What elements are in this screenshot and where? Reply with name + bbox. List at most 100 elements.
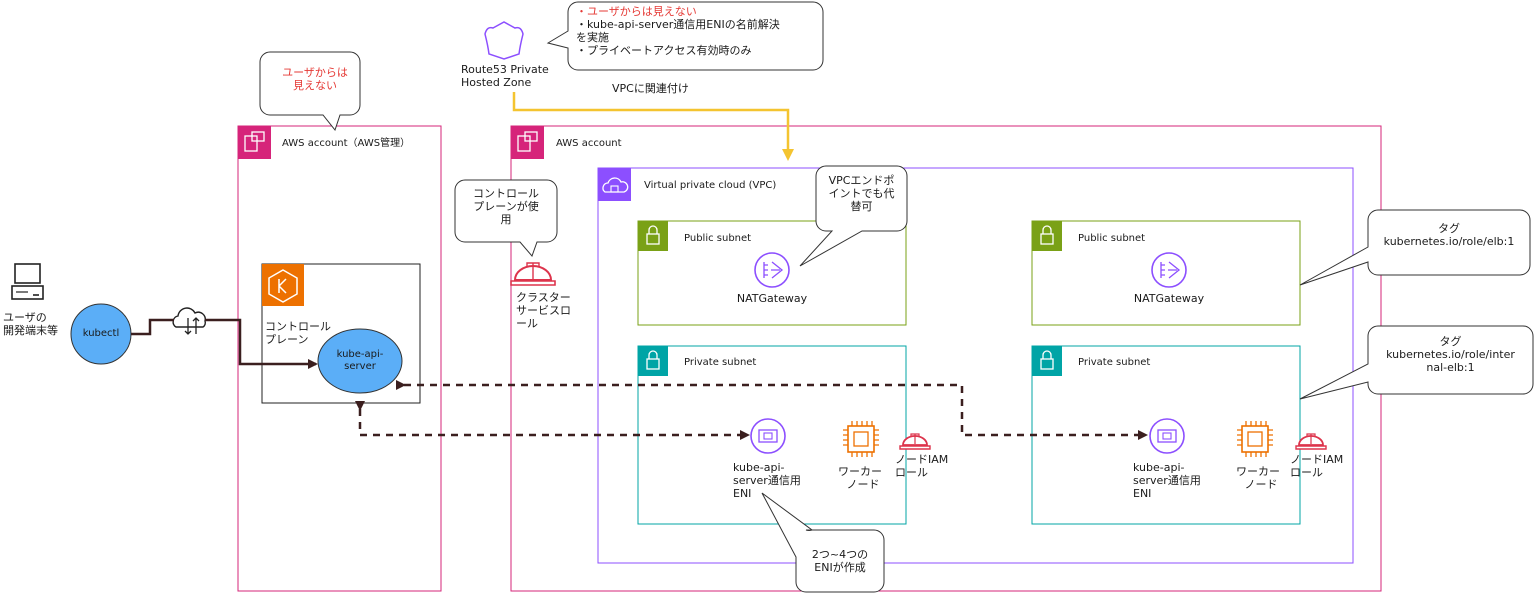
kube-api-server-label: kube-api- server xyxy=(318,349,402,373)
cluster-role-bubble-text: コントロール プレーンが使 用 xyxy=(455,187,557,226)
route53-label: Route53 Private Hosted Zone xyxy=(461,63,549,89)
tag-public-line2: kubernetes.io/role/elb:1 xyxy=(1383,235,1515,248)
worker-node-1-label-line2: ノード xyxy=(846,478,880,491)
nat-gateway-2-label: NATGateway xyxy=(1133,292,1205,305)
lock-icon xyxy=(1032,346,1062,376)
tag-public-line1: タグ xyxy=(1438,222,1460,235)
route53-shield-icon xyxy=(484,21,524,60)
private-subnet-1-title: Private subnet xyxy=(684,357,757,368)
lock-icon xyxy=(638,346,668,376)
vpc-endpoint-bubble-line2: イントでも代 xyxy=(828,187,895,200)
tag-private-bubble-text: タグ kubernetes.io/role/inter nal-elb:1 xyxy=(1368,335,1533,374)
aws-managed-bubble-line2: 見えない xyxy=(293,79,337,92)
vpc-endpoint-bubble-shape xyxy=(799,165,908,267)
eni-2-label-line2: server通信用 xyxy=(1133,474,1201,487)
tag-public-bubble-text: タグ kubernetes.io/role/elb:1 xyxy=(1368,222,1530,248)
tag-private-line3: nal-elb:1 xyxy=(1426,361,1475,374)
route53-label-line2: Hosted Zone xyxy=(461,76,532,89)
vpc-endpoint-bubble-text: VPCエンドポ イントでも代 替可 xyxy=(816,174,907,213)
vpc-endpoint-bubble-line1: VPCエンドポ xyxy=(828,174,895,187)
vpc-title: Virtual private cloud (VPC) xyxy=(644,180,777,191)
laptop-icon xyxy=(11,263,44,300)
route53-bubble-line4: ・プライベートアクセス有効時のみ xyxy=(576,44,752,57)
vpc-association-arrow xyxy=(512,92,794,161)
internet-cloud-icon xyxy=(172,307,207,335)
node-iam-role-2-label-line1: ノードIAM xyxy=(1290,453,1344,466)
aws-managed-bubble-line1: ユーザからは xyxy=(282,66,348,79)
iam-helmet-icon xyxy=(1295,433,1327,450)
node-iam-role-2-label-line2: ロール xyxy=(1290,466,1323,479)
vpc-endpoint-bubble-line3: 替可 xyxy=(850,200,873,213)
aws-managed-bubble-text: ユーザからは 見えない xyxy=(260,66,370,92)
tag-private-bubble-shape xyxy=(1299,325,1534,400)
tag-private-line2: kubernetes.io/role/inter xyxy=(1386,348,1515,361)
cluster-role-label-line1: クラスター xyxy=(516,291,571,304)
route53-label-line1: Route53 Private xyxy=(461,63,549,76)
iam-helmet-icon xyxy=(899,433,931,450)
worker-node-1-label: ワーカー ノード xyxy=(838,465,888,491)
kube-api-server-line1: kube-api- xyxy=(336,349,384,360)
vpc-group xyxy=(597,167,1354,564)
aws-managed-account-title: AWS account（AWS管理） xyxy=(282,138,411,149)
lock-icon xyxy=(1032,221,1062,251)
control-plane-label: コントロール プレーン xyxy=(265,320,331,346)
route53-bubble-line3: を実施 xyxy=(576,31,609,44)
kubectl-to-internet-line xyxy=(131,318,174,336)
cluster-role-label-line3: ール xyxy=(516,317,538,330)
eni-1-label: kube-api- server通信用 ENI xyxy=(733,461,801,500)
internet-to-api-server-arrow xyxy=(205,318,318,369)
aws-managed-account-group xyxy=(237,125,442,592)
node-iam-role-1-label: ノードIAM ロール xyxy=(895,453,948,479)
node-iam-role-1-label-line2: ロール xyxy=(895,466,928,479)
kubectl-label: kubectl xyxy=(82,328,120,339)
route53-bubble-text: ・ユーザからは見えない ・kube-api-server通信用ENIの名前解決 … xyxy=(576,5,780,57)
kube-api-server-line2: server xyxy=(344,361,376,372)
kube-api-server-node xyxy=(317,328,403,394)
user-label-line1: ユーザの xyxy=(3,311,47,324)
eni-2-label-line1: kube-api- xyxy=(1133,461,1185,474)
api-server-to-eni-2-arrow xyxy=(396,380,1148,440)
eni-icon xyxy=(1149,418,1185,454)
user-label: ユーザの 開発端末等 xyxy=(3,311,58,337)
eni-icon xyxy=(750,418,786,454)
aws-account-icon xyxy=(238,126,271,159)
node-iam-role-1-label-line1: ノードIAM xyxy=(895,453,949,466)
route53-bubble-line1: ・ユーザからは見えない xyxy=(576,5,697,18)
eni-1-label-line2: server通信用 xyxy=(733,474,801,487)
eni-bubble-line2: ENIが作成 xyxy=(814,561,866,574)
cluster-role-label-line2: サービスロ xyxy=(516,304,571,317)
control-plane-label-line1: コントロール xyxy=(265,320,331,333)
public-subnet-2-title: Public subnet xyxy=(1078,233,1146,244)
aws-account-title: AWS account xyxy=(556,138,622,149)
route53-bubble-shape xyxy=(546,1,824,71)
tag-public-bubble-shape xyxy=(1299,209,1531,286)
ec2-instance-icon xyxy=(1237,421,1273,457)
ec2-instance-icon xyxy=(843,421,879,457)
aws-managed-bubble-shape xyxy=(259,51,361,132)
eni-bubble-line1: 2つ~4つの xyxy=(811,548,869,561)
vpc-cloud-icon xyxy=(598,168,631,201)
cluster-role-bubble-line2: プレーンが使 xyxy=(473,200,539,213)
private-subnet-2-title: Private subnet xyxy=(1078,357,1151,368)
eks-icon xyxy=(262,264,304,306)
node-iam-role-2-label: ノードIAM ロール xyxy=(1290,453,1343,479)
worker-node-2-label-line2: ノード xyxy=(1244,478,1278,491)
cluster-role-label: クラスター サービスロ ール xyxy=(516,291,571,330)
eni-bubble-shape xyxy=(761,492,885,593)
user-label-line2: 開発端末等 xyxy=(3,324,58,337)
cluster-role-bubble-line3: 用 xyxy=(500,213,512,226)
aws-account-icon xyxy=(511,126,544,159)
nat-gateway-1-label: NATGateway xyxy=(736,292,808,305)
eni-2-label: kube-api- server通信用 ENI xyxy=(1133,461,1201,500)
eni-1-label-line3: ENI xyxy=(733,487,752,500)
public-subnet-1-group xyxy=(637,220,907,326)
control-plane-label-line2: プレーン xyxy=(265,333,309,346)
cluster-role-bubble-line1: コントロール xyxy=(473,187,539,200)
api-server-to-eni-1-arrow xyxy=(355,401,750,440)
eni-2-label-line3: ENI xyxy=(1133,487,1152,500)
iam-helmet-icon xyxy=(510,262,556,286)
control-plane-group xyxy=(261,263,421,404)
vpc-association-label: VPCに関連付け xyxy=(612,82,689,95)
eni-1-label-line1: kube-api- xyxy=(733,461,785,474)
